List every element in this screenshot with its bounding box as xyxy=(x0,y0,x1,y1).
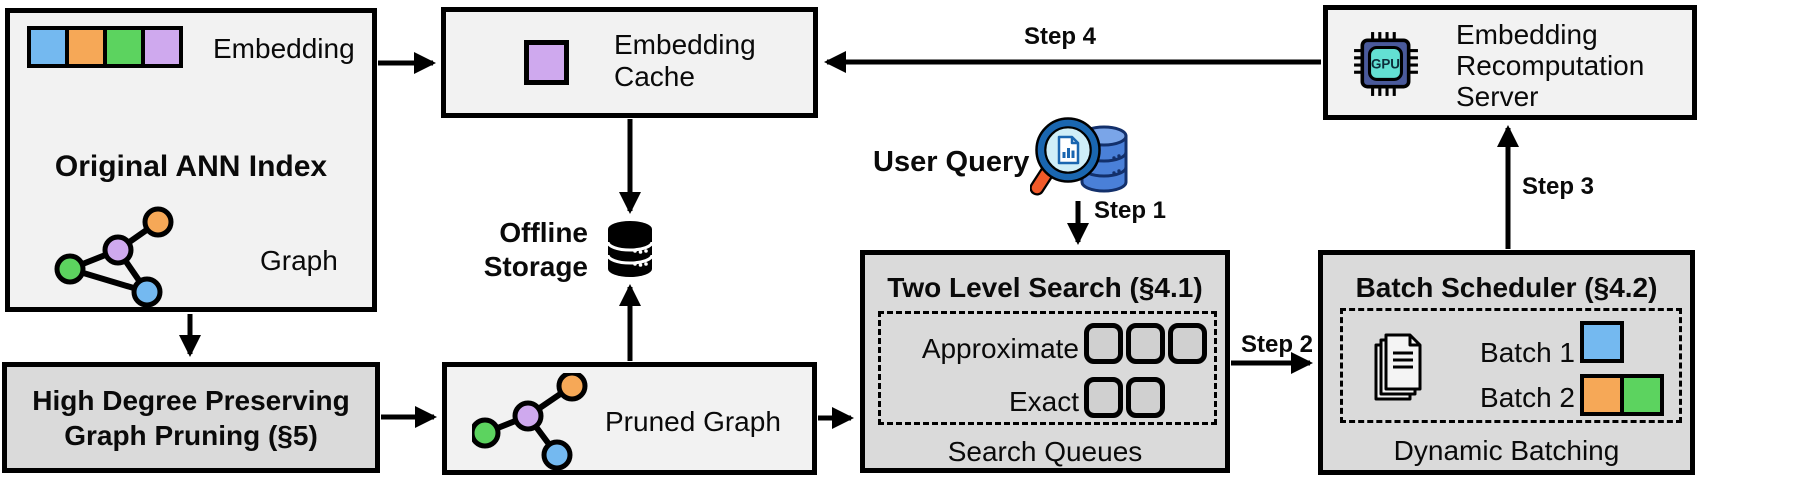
offline-storage-label-line2: Storage xyxy=(483,251,588,282)
approximate-queue-slot-2 xyxy=(1126,323,1165,364)
approximate-queue-slot-1 xyxy=(1084,323,1123,364)
pruned-graph-label: Pruned Graph xyxy=(605,406,781,437)
exact-label: Exact xyxy=(1008,386,1079,417)
embedding-cache-box: Embedding Cache xyxy=(441,7,818,118)
approximate-label: Approximate xyxy=(921,333,1079,364)
exact-queue-slot-2 xyxy=(1126,377,1165,418)
step4-label: Step 4 xyxy=(1023,23,1097,50)
offline-storage-database-icon xyxy=(606,221,654,277)
batch2-embedding-squares xyxy=(1580,374,1664,416)
documents-icon xyxy=(1374,333,1422,401)
search-queues-dashed-panel: Approximate Exact xyxy=(878,311,1217,425)
step3-label: Step 3 xyxy=(1522,173,1595,200)
gpu-icon-text: GPU xyxy=(1371,57,1400,72)
step1-label: Step 1 xyxy=(1094,197,1167,224)
user-query-label: User Query xyxy=(873,146,1030,178)
approximate-queue-slot-3 xyxy=(1168,323,1207,364)
original-ann-index-box: Embedding Original ANN Index Graph xyxy=(5,8,377,312)
pruned-graph-box: Pruned Graph xyxy=(442,362,817,475)
two-level-search-title: Two Level Search (§4.1) xyxy=(887,272,1203,303)
batch1-label: Batch 1 xyxy=(1480,337,1575,368)
batch2-cell-orange xyxy=(1584,378,1620,412)
exact-queue-slot-1 xyxy=(1084,377,1123,418)
graph-pruning-box: High Degree Preserving Graph Pruning (§5… xyxy=(2,362,380,473)
cached-embedding-icon xyxy=(524,40,569,85)
original-graph-icon xyxy=(54,206,174,308)
server-label-line1: Embedding xyxy=(1456,19,1598,50)
batch2-label: Batch 2 xyxy=(1480,382,1575,413)
user-query-icon xyxy=(1030,117,1128,196)
ann-index-title: Original ANN Index xyxy=(54,150,328,183)
step2-label: Step 2 xyxy=(1240,331,1314,358)
server-label-line3: Server xyxy=(1456,81,1539,112)
batch-scheduler-box: Batch Scheduler (§4.2) Batch 1 Ba xyxy=(1318,250,1695,475)
embedding-cell-green xyxy=(107,30,141,64)
gpu-icon: GPU xyxy=(1354,32,1418,96)
two-level-search-box: Two Level Search (§4.1) Approximate Exac… xyxy=(860,250,1230,473)
embedding-cell-purple xyxy=(145,30,179,64)
batch1-cell-blue xyxy=(1584,325,1620,359)
dynamic-batching-caption: Dynamic Batching xyxy=(1393,435,1620,466)
embedding-vector-icon xyxy=(27,26,183,68)
search-queues-caption: Search Queues xyxy=(947,436,1143,467)
batch1-embedding-squares xyxy=(1580,321,1624,363)
embedding-cell-blue xyxy=(31,30,65,64)
offline-storage-label-line1: Offline xyxy=(499,217,588,248)
batch-scheduler-title: Batch Scheduler (§4.2) xyxy=(1355,272,1658,303)
server-label-line2: Recomputation xyxy=(1456,50,1645,81)
dynamic-batching-dashed-panel: Batch 1 Batch 2 xyxy=(1340,308,1682,423)
graph-pruning-label-line1: High Degree Preserving xyxy=(32,385,350,416)
pruned-graph-icon xyxy=(472,373,588,471)
embedding-cell-orange xyxy=(69,30,103,64)
embedding-label: Embedding xyxy=(213,33,355,64)
recomputation-server-box: GPU Embedding Recomputation Server xyxy=(1323,5,1697,120)
batch2-cell-green xyxy=(1624,378,1660,412)
embedding-cache-label-line1: Embedding xyxy=(614,29,756,60)
graph-pruning-label-line2: Graph Pruning (§5) xyxy=(64,420,318,451)
graph-label: Graph xyxy=(260,245,338,276)
embedding-cache-label-line2: Cache xyxy=(614,61,695,93)
